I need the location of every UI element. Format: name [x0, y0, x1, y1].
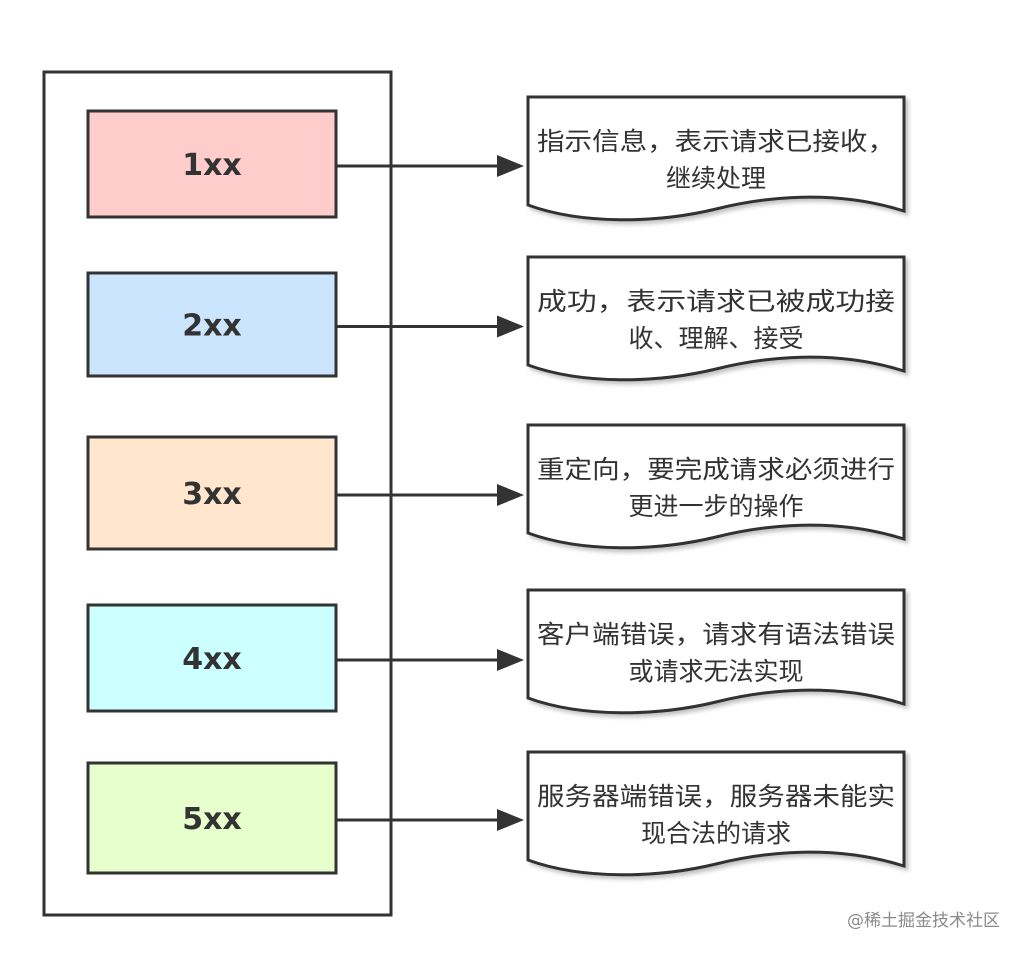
description-line-2: 继续处理 — [666, 164, 766, 193]
description-document — [526, 423, 906, 550]
description-document — [526, 255, 906, 382]
status-code-box — [86, 109, 338, 219]
description-line-1: 服务器端错误，服务器未能实 — [537, 782, 895, 811]
status-code-label: 2xx — [182, 309, 242, 344]
status-code-rows: 1xx 指示信息，表示请求已接收， 继续处理 2xx 成功，表示请求已被成功接收、理解、… — [86, 95, 906, 877]
status-code-box — [86, 761, 338, 875]
watermark-text: @稀土掘金技术社区 — [847, 911, 1000, 931]
description-line-1: 客户端错误，请求有语法错误 — [537, 620, 895, 649]
description-document — [526, 95, 906, 222]
description-line-1: 重定向，要完成请求必须进行 — [537, 455, 895, 484]
status-code-label: 3xx — [182, 477, 242, 512]
arrowhead-icon — [497, 649, 524, 671]
status-row: 1xx 指示信息，表示请求已接收， 继续处理 — [86, 95, 906, 222]
status-code-label: 5xx — [182, 802, 242, 837]
status-code-box — [86, 603, 338, 713]
description-line-1: 成功，表示请求已被成功接 — [537, 287, 895, 316]
status-code-label: 1xx — [182, 148, 242, 183]
arrowhead-icon — [497, 484, 524, 506]
status-code-box — [86, 271, 338, 378]
arrowhead-icon — [497, 155, 524, 177]
description-document — [526, 750, 906, 877]
arrowhead-icon — [497, 315, 524, 338]
description-line-1: 指示信息，表示请求已接收， — [537, 127, 895, 156]
status-code-box — [86, 435, 338, 551]
description-line-2: 现合法的请求 — [641, 819, 791, 848]
description-line-2: 或请求无法实现 — [628, 657, 803, 686]
arrowhead-icon — [497, 809, 524, 831]
description-document — [526, 588, 906, 715]
description-line-2: 更进一步的操作 — [628, 492, 803, 521]
description-line-2: 收、理解、接受 — [628, 324, 803, 353]
status-code-label: 4xx — [182, 642, 242, 677]
